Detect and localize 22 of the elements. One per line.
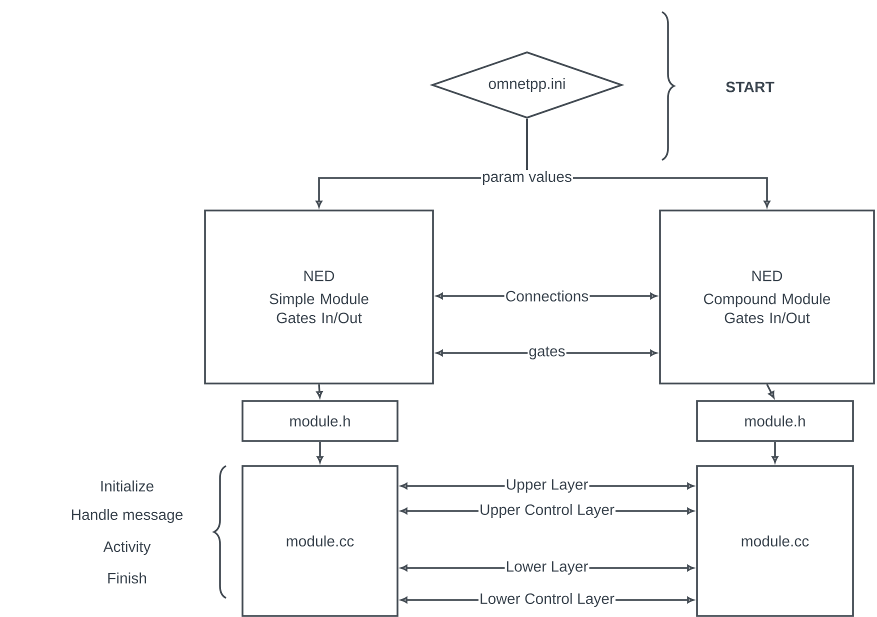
arrow [316,442,324,463]
process-box: NED Compound Module Gates In/Out [659,210,875,384]
label: Activity [103,541,151,555]
label: START [726,82,774,92]
process-box: module.h [242,400,398,442]
edge-label: Upper Control Layer [478,503,616,519]
edge-label: Connections [504,289,590,302]
label: Initialize [101,480,154,492]
process-box: module.h [696,400,854,442]
label: Finish [108,572,146,584]
label: Handle message [72,509,183,523]
edge-label: Lower Layer [504,560,590,576]
arrow [766,384,774,398]
edge-label: param values [480,170,574,186]
process-box: NED Simple Module Gates In/Out [204,210,434,384]
arrow [316,384,323,398]
process-box: module.cc [696,465,854,617]
process-box: module.cc [242,465,398,617]
edge-label: Upper Layer [504,478,590,494]
arrow [772,442,778,463]
edge-label: Lower Control Layer [478,592,616,608]
edge-label: gates [528,346,566,360]
